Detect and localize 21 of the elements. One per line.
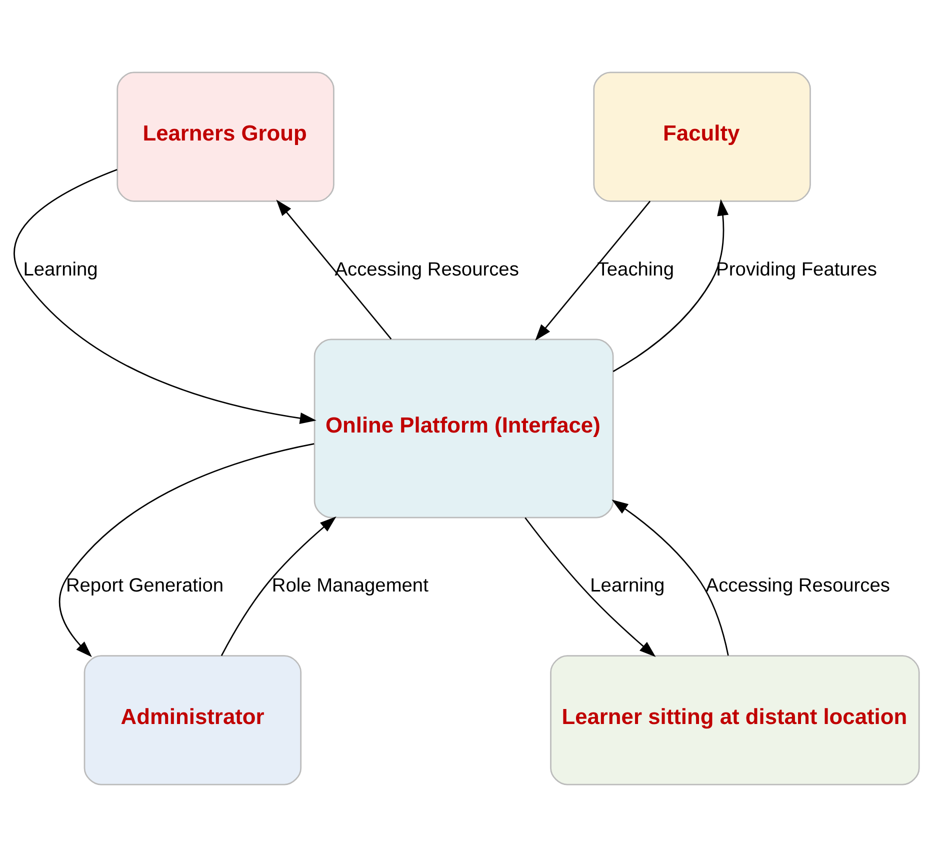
edge-label: Report Generation <box>66 576 224 597</box>
node-box: Learner sitting at distant location <box>550 655 920 786</box>
arrow <box>59 443 314 658</box>
arrow <box>524 517 656 657</box>
node-box: Administrator <box>84 655 302 786</box>
arrow <box>612 500 729 656</box>
edge-label: Teaching <box>597 259 674 280</box>
edge-label: Accessing Resources <box>706 576 890 597</box>
arrow <box>276 200 392 340</box>
edge-label: Role Management <box>272 576 428 597</box>
node-box: Online Platform (Interface) <box>314 338 614 518</box>
arrow <box>14 168 316 424</box>
arrow <box>220 516 336 656</box>
node-box: Faculty <box>593 72 811 202</box>
arrow <box>612 199 729 372</box>
edge-label: Providing Features <box>716 259 877 280</box>
node-box: Learners Group <box>116 72 334 202</box>
arrow <box>535 200 651 341</box>
edge-label: Accessing Resources <box>334 259 519 280</box>
edge-label: Learning <box>23 259 98 280</box>
edge-label: Learning <box>590 576 665 597</box>
